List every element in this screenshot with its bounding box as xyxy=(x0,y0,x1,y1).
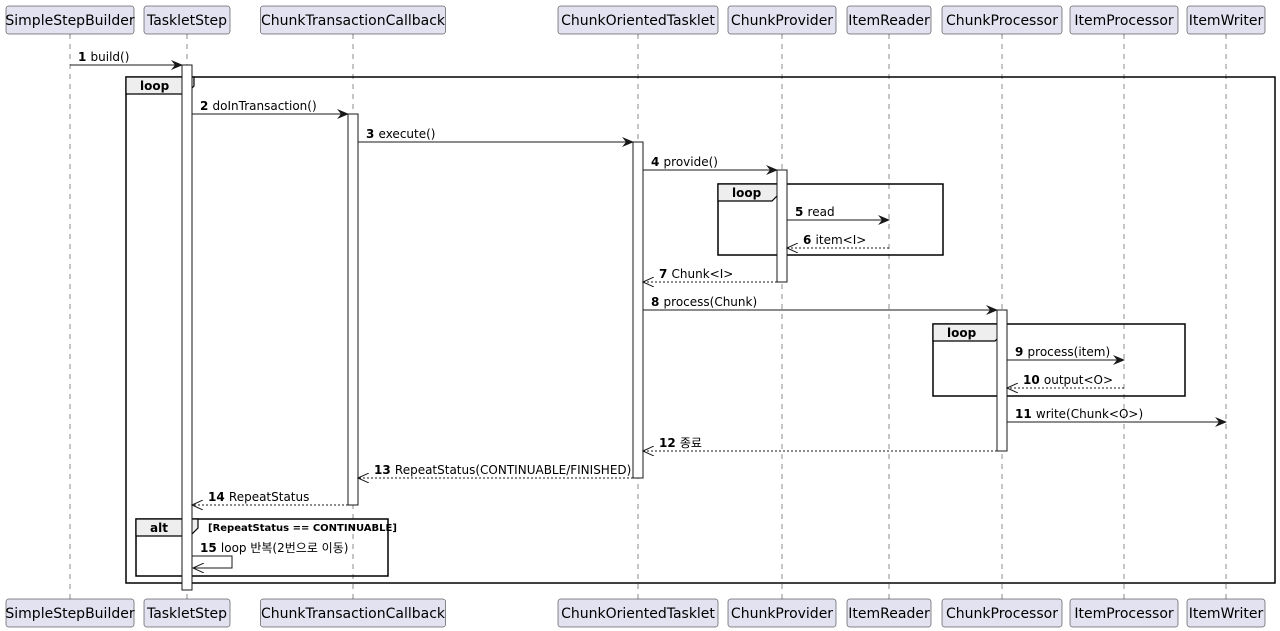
participant-label: ItemReader xyxy=(848,13,930,29)
participant-tasklet-step-bottom: TaskletStep xyxy=(143,598,231,628)
participant-label: SimpleStepBuilder xyxy=(5,13,134,29)
fragment-type-label: loop xyxy=(140,79,170,93)
message-label: 5 read xyxy=(795,205,835,219)
participant-chunk-provider-top: ChunkProvider xyxy=(727,5,837,35)
message-13: 13 RepeatStatus(CONTINUABLE/FINISHED) xyxy=(358,463,633,478)
message-6: 6 item<I> xyxy=(787,233,889,248)
participant-item-processor-bottom: ItemProcessor xyxy=(1069,598,1179,628)
participant-label: SimpleStepBuilder xyxy=(5,606,134,622)
participant-chunk-transaction-callback-bottom: ChunkTransactionCallback xyxy=(260,598,446,628)
message-1: 1 build() xyxy=(70,50,183,70)
participant-label: ChunkProvider xyxy=(731,13,833,29)
participant-item-writer-top: ItemWriter xyxy=(1186,5,1266,35)
participant-label: ItemReader xyxy=(848,606,930,622)
participant-label: ItemWriter xyxy=(1189,606,1264,622)
message-label: 10 output<O> xyxy=(1023,373,1113,387)
fragment-loop: loop xyxy=(717,183,944,256)
participant-label: ItemProcessor xyxy=(1074,13,1174,29)
fragment-guard: [RepeatStatus == CONTINUABLE] xyxy=(208,523,397,534)
fragment-type-label: alt xyxy=(150,521,168,535)
message-label: 3 execute() xyxy=(366,127,435,141)
participant-chunk-transaction-callback-top: ChunkTransactionCallback xyxy=(260,5,446,35)
participant-chunk-provider-bottom: ChunkProvider xyxy=(727,598,837,628)
message-14: 14 RepeatStatus xyxy=(192,490,348,505)
fragment-type-label: loop xyxy=(732,186,762,200)
participant-item-reader-top: ItemReader xyxy=(846,5,932,35)
participant-simple-step-builder-bottom: SimpleStepBuilder xyxy=(5,598,135,628)
participant-label: ChunkOrientedTasklet xyxy=(561,13,715,29)
activation-chunk-oriented-tasklet xyxy=(632,141,644,479)
message-label: 15 loop 반복(2번으로 이동) xyxy=(200,541,348,555)
activation-chunk-processor xyxy=(996,309,1008,452)
participant-label: ChunkTransactionCallback xyxy=(261,13,446,29)
message-8: 8 process(Chunk) xyxy=(643,295,998,315)
participant-label: ChunkProcessor xyxy=(946,606,1058,622)
message-label: 13 RepeatStatus(CONTINUABLE/FINISHED) xyxy=(374,463,631,477)
message-label: 9 process(item) xyxy=(1015,345,1110,359)
message-label: 11 write(Chunk<O>) xyxy=(1015,407,1143,421)
participant-item-reader-bottom: ItemReader xyxy=(846,598,932,628)
message-4: 4 provide() xyxy=(643,155,778,175)
activation-chunk-provider xyxy=(776,169,788,283)
participant-chunk-oriented-tasklet-bottom: ChunkOrientedTasklet xyxy=(557,598,719,628)
participant-item-processor-top: ItemProcessor xyxy=(1069,5,1179,35)
message-3: 3 execute() xyxy=(358,127,634,147)
message-10: 10 output<O> xyxy=(1007,373,1124,388)
message-9: 9 process(item) xyxy=(1007,345,1125,365)
participant-simple-step-builder-top: SimpleStepBuilder xyxy=(5,5,135,35)
message-label: 1 build() xyxy=(78,50,129,64)
message-15: 15 loop 반복(2번으로 이동) xyxy=(192,541,348,568)
participant-label: ChunkProvider xyxy=(731,606,833,622)
participant-chunk-oriented-tasklet-top: ChunkOrientedTasklet xyxy=(557,5,719,35)
participant-chunk-processor-bottom: ChunkProcessor xyxy=(941,598,1063,628)
participant-label: ItemProcessor xyxy=(1074,606,1174,622)
message-11: 11 write(Chunk<O>) xyxy=(1007,407,1227,427)
activation-chunk-transaction-callback xyxy=(347,113,359,506)
participant-chunk-processor-top: ChunkProcessor xyxy=(941,5,1063,35)
participant-tasklet-step-top: TaskletStep xyxy=(143,5,231,35)
message-12: 12 종료 xyxy=(643,436,997,451)
message-7: 7 Chunk<I> xyxy=(643,267,777,282)
message-2: 2 doInTransaction() xyxy=(192,99,349,119)
fragment-loop: loop xyxy=(125,76,1276,584)
participant-label: ChunkOrientedTasklet xyxy=(561,606,715,622)
message-label: 7 Chunk<I> xyxy=(659,267,733,281)
participant-label: ChunkTransactionCallback xyxy=(261,606,446,622)
message-5: 5 read xyxy=(787,205,890,225)
participant-label: TaskletStep xyxy=(146,606,227,622)
message-label: 4 provide() xyxy=(651,155,718,169)
activation-tasklet-step xyxy=(181,64,193,591)
participant-label: TaskletStep xyxy=(146,13,227,29)
message-label: 8 process(Chunk) xyxy=(651,295,757,309)
message-label: 12 종료 xyxy=(659,436,702,450)
message-arrow xyxy=(192,555,233,568)
message-label: 6 item<I> xyxy=(803,233,866,247)
message-label: 2 doInTransaction() xyxy=(200,99,317,113)
message-label: 14 RepeatStatus xyxy=(208,490,309,504)
participant-label: ItemWriter xyxy=(1189,13,1264,29)
fragment-type-label: loop xyxy=(947,326,977,340)
participant-item-writer-bottom: ItemWriter xyxy=(1186,598,1266,628)
participant-label: ChunkProcessor xyxy=(946,13,1058,29)
